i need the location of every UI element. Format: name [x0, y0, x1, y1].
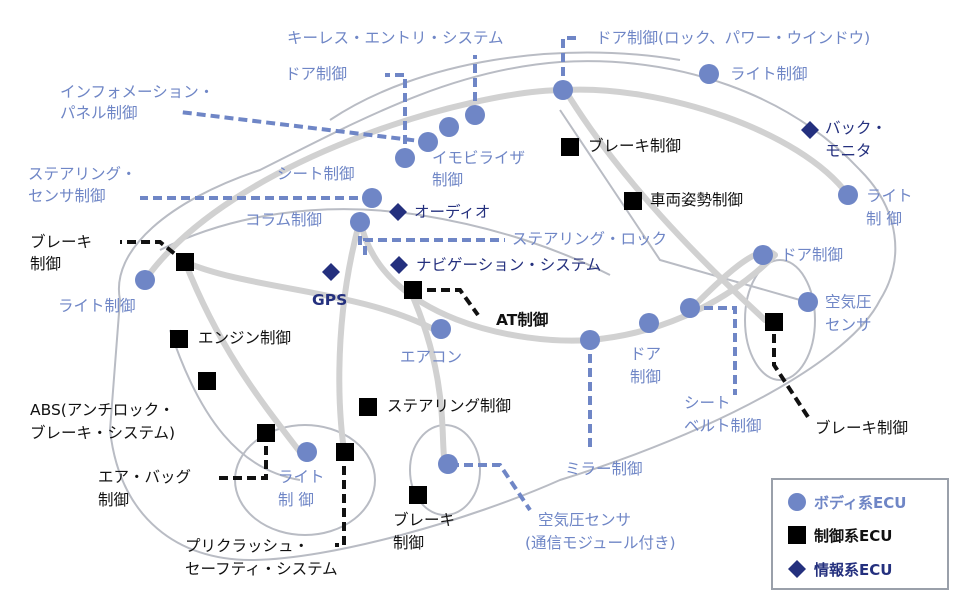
- label-seat: シート制御: [277, 164, 355, 185]
- legend-body-ecu: ボディ系ECU: [814, 492, 906, 513]
- label-door-mid-2: 制御: [630, 367, 661, 388]
- label-air-pressure-rear-2: センサ: [825, 315, 872, 336]
- label-aircon: エアコン: [400, 347, 462, 368]
- label-airbag-1: エア・バッグ: [98, 467, 191, 488]
- label-immobilizer-2: 制御: [432, 170, 463, 191]
- label-air-pressure-front-2: (通信モジュール付き): [525, 533, 676, 554]
- label-audio: オーディオ: [414, 202, 490, 223]
- label-gps: GPS: [312, 290, 347, 311]
- label-at: AT制御: [496, 310, 548, 331]
- label-vehicle-attitude: 車両姿勢制御: [650, 190, 743, 211]
- label-info-panel-2: パネル制御: [60, 103, 138, 124]
- label-light-front-1: ライト: [278, 467, 325, 488]
- label-navigation: ナビゲーション・システム: [416, 255, 601, 276]
- label-light-top: ライト制御: [730, 64, 808, 85]
- label-column: コラム制御: [245, 210, 322, 231]
- label-seatbelt-1: シート: [684, 393, 731, 414]
- label-back-monitor-2: モニタ: [825, 141, 872, 162]
- label-airbag-2: 制御: [98, 490, 129, 511]
- legend-info-ecu: 情報系ECU: [814, 559, 892, 580]
- label-seatbelt-2: ベルト制御: [684, 416, 762, 437]
- label-steering-lock: ステアリング・ロック: [512, 229, 667, 250]
- label-brake-front-1: ブレーキ: [393, 510, 455, 531]
- label-info-panel-1: インフォメーション・: [60, 82, 214, 103]
- label-door-rear: ドア制御: [781, 245, 843, 266]
- label-light-left: ライト制御: [58, 296, 136, 317]
- label-steering-sensor-1: ステアリング・: [28, 164, 137, 185]
- label-precrash-1: プリクラッシュ・: [185, 536, 309, 557]
- label-door-lock-power: ドア制御(ロック、パワー・ウインドウ): [596, 28, 870, 49]
- label-brake-left-1: ブレーキ: [30, 232, 92, 253]
- label-air-pressure-front-1: 空気圧センサ: [538, 510, 631, 531]
- label-back-monitor-1: バック・: [825, 118, 887, 139]
- label-mirror: ミラー制御: [565, 459, 643, 480]
- label-steering-sensor-2: センサ制御: [28, 186, 106, 207]
- label-door-mid-1: ドア: [630, 344, 661, 365]
- label-keyless: キーレス・エントリ・システム: [287, 28, 504, 49]
- label-brake-left-2: 制御: [30, 254, 61, 275]
- label-abs-2: ブレーキ・システム): [30, 423, 175, 444]
- label-engine: エンジン制御: [198, 328, 291, 349]
- label-brake-right: ブレーキ制御: [815, 418, 908, 439]
- label-brake-top: ブレーキ制御: [588, 136, 681, 157]
- label-light-front-2: 制 御: [278, 490, 314, 511]
- label-immobilizer-1: イモビライザ: [432, 148, 525, 169]
- label-air-pressure-rear-1: 空気圧: [825, 292, 872, 313]
- label-light-rear-1: ライト: [866, 186, 913, 207]
- label-abs-1: ABS(アンチロック・: [30, 400, 174, 421]
- label-steering-ctrl: ステアリング制御: [387, 396, 511, 417]
- label-light-rear-2: 制 御: [866, 209, 902, 230]
- label-door-top: ドア制御: [285, 64, 347, 85]
- legend-control-ecu: 制御系ECU: [814, 525, 892, 546]
- label-brake-front-2: 制御: [393, 533, 424, 554]
- label-precrash-2: セーフティ・システム: [185, 559, 338, 580]
